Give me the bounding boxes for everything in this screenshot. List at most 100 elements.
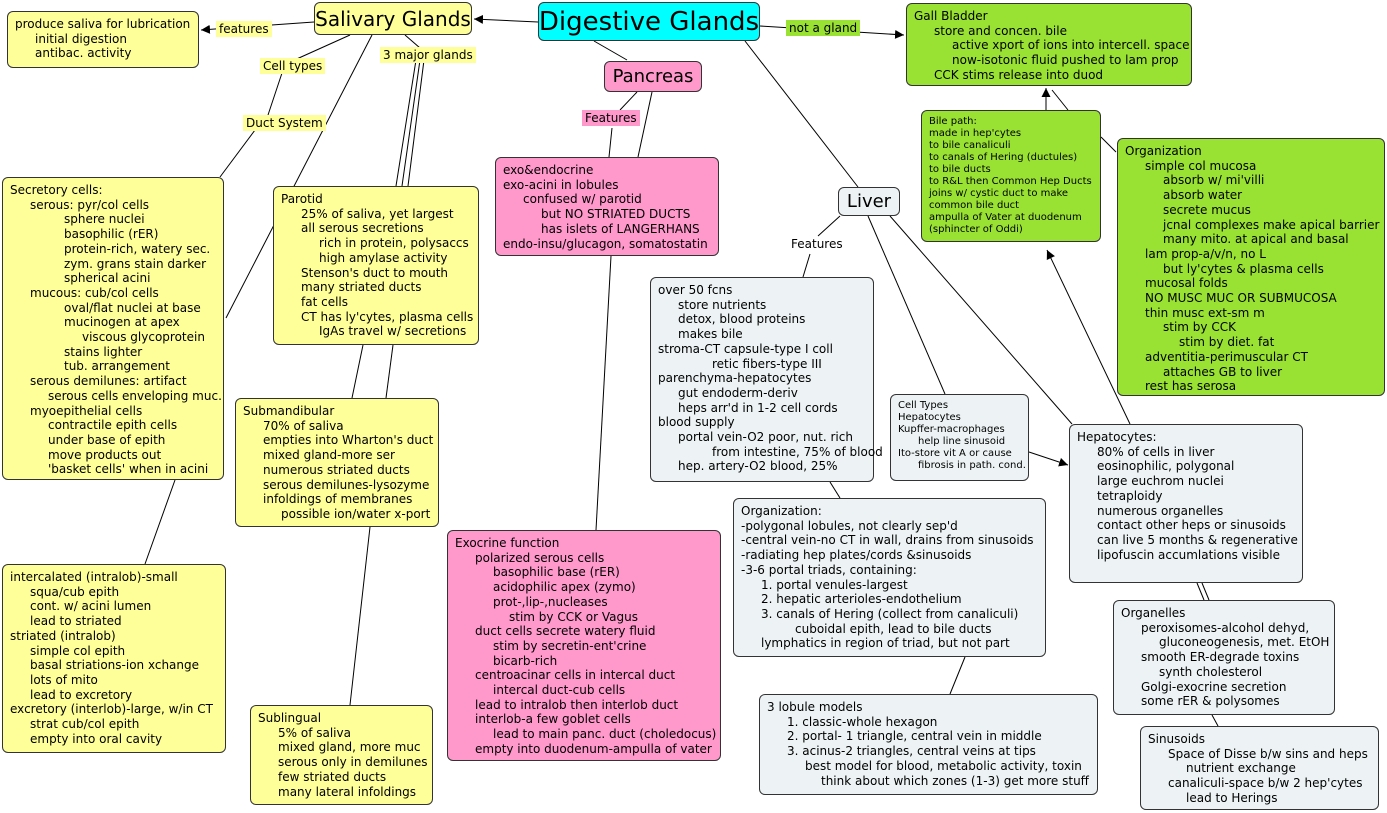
text-line: smooth ER-degrade toxins <box>1141 650 1300 665</box>
text-line: many mito. at apical and basal <box>1163 232 1349 247</box>
digestive-glands-node[interactable]: Digestive Glands <box>538 2 760 41</box>
salivary-glands-node[interactable]: Salivary Glands <box>314 2 472 35</box>
text-line: empties into Wharton's duct <box>263 433 434 448</box>
text-line: nutrient exchange <box>1186 761 1296 776</box>
text-line: 1. portal venules-largest <box>761 577 908 592</box>
text-line: Hepatocytes: <box>1077 430 1157 444</box>
text-line: antibac. activity <box>35 46 132 61</box>
text-line: infoldings of membranes <box>263 492 413 507</box>
text-line: duct cells secrete watery fluid <box>475 624 656 639</box>
text-line: jcnal complexes make apical barrier <box>1163 217 1380 232</box>
text-line: squa/cub epith <box>30 584 120 599</box>
link-org-lobule <box>949 656 966 695</box>
text-line: some rER & polysomes <box>1141 694 1280 709</box>
text-line: move products out <box>48 447 162 462</box>
text-line: but ly'cytes & plasma cells <box>1163 261 1324 276</box>
text-line: bicarb-rich <box>493 653 558 668</box>
text-line: sphere nuclei <box>64 212 145 227</box>
text-line: 5% of saliva <box>278 725 351 740</box>
text-line: has islets of LANGERHANS <box>541 221 700 236</box>
text-line: empty into duodenum-ampulla of vater <box>475 741 712 756</box>
label-liver-features: Features <box>791 237 843 251</box>
text-line: Secretory cells: <box>10 183 103 197</box>
text-line: exo-acini in lobules <box>503 177 619 192</box>
text-line: Sinusoids <box>1148 732 1205 746</box>
text-line: Stenson's duct to mouth <box>301 265 449 280</box>
text-line: stim by secretin-ent'crine <box>493 638 647 653</box>
text-line: to canals of Hering (ductules) <box>929 152 1078 163</box>
text-line: acidophilic apex (zymo) <box>493 580 636 595</box>
liver-organization-box[interactable]: Organization:-polygonal lobules, not cle… <box>733 498 1046 657</box>
text-line: rest has serosa <box>1145 379 1237 394</box>
link-celltypes-hepatocytes <box>1028 451 1069 467</box>
pancreas-node[interactable]: Pancreas <box>604 61 702 92</box>
text-line: -central vein-no CT in wall, drains from… <box>741 533 1034 548</box>
text-line: prot-,lip-,nucleases <box>493 594 608 609</box>
link-liver-features <box>817 215 841 237</box>
text-line: possible ion/water x-port <box>281 506 431 521</box>
text-line: lead to Herings <box>1186 790 1278 805</box>
text-line: attaches GB to liver <box>1163 364 1283 379</box>
text-line: tub. arrangement <box>64 359 170 374</box>
text-line: gut endoderm-deriv <box>678 385 798 400</box>
text-line: Parotid <box>281 192 323 206</box>
text-line: lymphatics in region of triad, but not p… <box>761 636 1010 651</box>
text-line: canaliculi-space b/w 2 hep'cytes <box>1168 776 1363 791</box>
link-parotid-submand <box>351 344 364 399</box>
text-line: confused w/ parotid <box>523 192 642 207</box>
text-line: -3-6 portal triads, containing: <box>741 562 917 577</box>
text-line: tetraploidy <box>1097 488 1163 503</box>
text-line: -polygonal lobules, not clearly sep'd <box>741 518 958 533</box>
text-line: peroxisomes-alcohol dehyd, <box>1141 620 1310 635</box>
text-line: joins w/ cystic duct to make <box>929 188 1069 199</box>
link-features-panfeat <box>608 127 613 158</box>
text-line: lots of mito <box>30 672 98 687</box>
link-3major-parotid2 <box>401 59 421 187</box>
link-org-gall <box>1100 136 1117 153</box>
text-line: but NO STRIATED DUCTS <box>541 207 691 222</box>
link-features-liverfeat <box>802 253 811 278</box>
text-line: to bile canaliculi <box>929 140 1011 151</box>
text-line: adventitia-perimuscular CT <box>1145 349 1308 364</box>
text-line: thin musc ext-sm m <box>1145 305 1265 320</box>
text-line: Organelles <box>1121 606 1186 620</box>
link-pancreas-panfeat <box>637 91 653 158</box>
text-line: serous: pyr/col cells <box>30 197 150 212</box>
text-line: Cell Types <box>898 400 949 411</box>
text-line: basophilic base (rER) <box>493 565 620 580</box>
text-line: stains lighter <box>64 344 143 359</box>
text-line: eosinophilic, polygonal <box>1097 459 1235 474</box>
liver-node[interactable]: Liver <box>838 187 900 216</box>
link-liver-celltypes <box>867 215 946 395</box>
text-line: Ito-store vit A or cause <box>898 448 1012 459</box>
text-line: synth cholesterol <box>1159 664 1263 679</box>
text-line: interlob-a few goblet cells <box>475 712 631 727</box>
text-line: initial digestion <box>35 31 128 46</box>
text-line: stim by diet. fat <box>1179 335 1275 350</box>
text-line: detox, blood proteins <box>678 312 806 327</box>
text-line: Organization: <box>741 504 822 518</box>
text-line: NO MUSC MUC OR SUBMUCOSA <box>1145 291 1337 306</box>
text-line: 'basket cells' when in acini <box>48 462 209 477</box>
link-3major-parotid <box>395 59 417 187</box>
text-line: mucinogen at apex <box>64 315 180 330</box>
text-line: 80% of cells in liver <box>1097 444 1215 459</box>
link-secretory-ducts <box>144 479 176 565</box>
